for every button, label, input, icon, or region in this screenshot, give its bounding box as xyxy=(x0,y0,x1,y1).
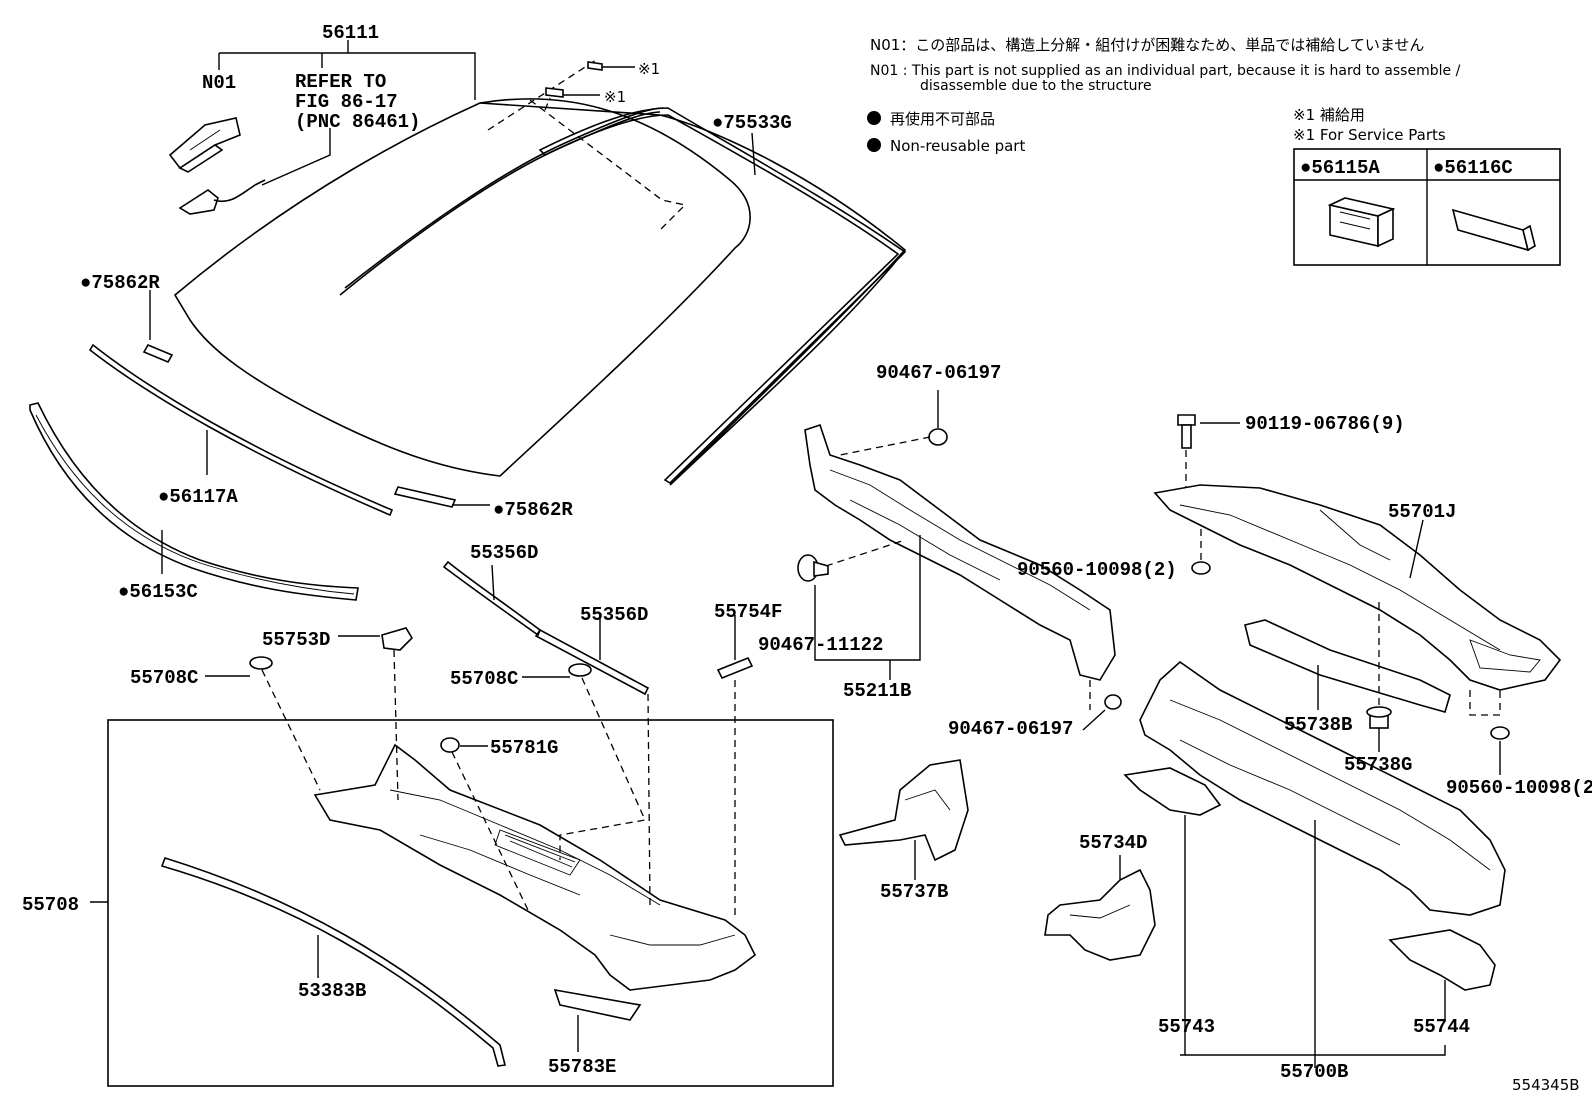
seal-55356d-b xyxy=(534,628,650,696)
bolt-90119-06786 xyxy=(1177,414,1196,449)
bracket-55783e xyxy=(553,988,642,1021)
label-55738g: 55738G xyxy=(1344,754,1412,776)
nonreuse-dot-icon xyxy=(867,111,881,125)
clip-55708c-a xyxy=(249,656,273,670)
strip-56117a xyxy=(88,343,394,517)
part-55743 xyxy=(1123,767,1222,816)
label-55356d-a: 55356D xyxy=(470,542,538,564)
assembly-box-55708 xyxy=(107,719,834,1087)
bracket-55754f xyxy=(716,656,754,680)
dam-75533g xyxy=(538,107,907,485)
cowl-top-panel xyxy=(313,743,757,991)
clip-56115a-drawing xyxy=(1327,197,1396,248)
clip-55738g xyxy=(1366,706,1392,729)
label-90467-06197-top: 90467-06197 xyxy=(876,362,1001,384)
label-75533g: ●75533G xyxy=(712,112,792,134)
label-55708: 55708 xyxy=(22,894,79,916)
label-star1b: ※1 xyxy=(604,88,626,106)
label-55701j: 55701J xyxy=(1388,501,1456,523)
label-55211b: 55211B xyxy=(843,680,911,702)
service-box-56115a: ●56115A xyxy=(1300,157,1380,179)
figure-number: 554345B xyxy=(1512,1076,1580,1094)
seal-55356d-a xyxy=(442,560,541,637)
label-55737b: 55737B xyxy=(880,881,948,903)
service-parts-box: ●56115A ●56116C xyxy=(1293,148,1561,266)
tape-56116c-drawing xyxy=(1451,208,1536,252)
spacer-75862r-top xyxy=(142,343,174,364)
label-56117a: ●56117A xyxy=(158,486,238,508)
spacer-75862r-bot xyxy=(393,486,457,508)
panel-55701j xyxy=(1153,484,1562,691)
refer-line2: FIG 86-17 xyxy=(295,91,398,113)
bracket-n01 xyxy=(168,117,241,173)
label-55743: 55743 xyxy=(1158,1016,1215,1038)
note-nonreuse-ja: 再使用不可部品 xyxy=(890,110,995,128)
label-55708c-b: 55708C xyxy=(450,668,518,690)
nonreuse-dot-icon xyxy=(867,138,881,152)
label-55708c-a: 55708C xyxy=(130,667,198,689)
seal-55738b xyxy=(1244,619,1451,713)
part-55734d xyxy=(1044,868,1156,961)
label-56153c: ●56153C xyxy=(118,581,198,603)
label-55754f: 55754F xyxy=(714,601,782,623)
washer-90560-10098-a xyxy=(1191,561,1211,575)
label-n01: N01 xyxy=(202,72,236,94)
label-star1a: ※1 xyxy=(638,60,660,78)
note-n01-ja: N01：この部品は、構造上分解・組付けが困難なため、単品では補給していません xyxy=(870,36,1424,54)
part-55744 xyxy=(1388,929,1496,991)
label-55781g: 55781G xyxy=(490,737,558,759)
label-55734d: 55734D xyxy=(1079,832,1147,854)
windshield-glass-56111 xyxy=(173,59,907,486)
clip-55781g xyxy=(440,737,460,753)
refer-line1: REFER TO xyxy=(295,71,386,93)
label-90560-10098-b: 90560-10098(2) xyxy=(1446,777,1592,799)
clip-55708c-b xyxy=(568,663,592,677)
label-55356d-b: 55356D xyxy=(580,604,648,626)
note-service-ja: ※1 補給用 xyxy=(1293,106,1365,124)
label-55744: 55744 xyxy=(1413,1016,1470,1038)
note-nonreuse-en: Non-reusable part xyxy=(890,137,1025,155)
label-90467-06197-bot: 90467-06197 xyxy=(948,718,1073,740)
washer-90560-10098-b xyxy=(1490,726,1510,740)
label-55738b: 55738B xyxy=(1284,714,1352,736)
molding-53383b xyxy=(160,857,506,1067)
clip-90467-06197-top xyxy=(928,428,948,446)
note-service-en: ※1 For Service Parts xyxy=(1293,126,1446,144)
label-55783e: 55783E xyxy=(548,1056,616,1078)
panel-55700b xyxy=(1139,660,1506,916)
clip-90467-11122 xyxy=(797,554,829,582)
label-56111: 56111 xyxy=(322,22,379,44)
label-90119-06786: 90119-06786(9) xyxy=(1245,413,1405,435)
label-55700b: 55700B xyxy=(1280,1061,1348,1083)
label-53383b: 53383B xyxy=(298,980,366,1002)
note-n01-en-1: N01 : This part is not supplied as an in… xyxy=(870,63,1461,79)
label-90467-11122: 90467-11122 xyxy=(758,634,883,656)
label-75862r-top: ●75862R xyxy=(80,272,160,294)
label-55753d: 55753D xyxy=(262,629,330,651)
part-55737b xyxy=(838,759,969,862)
note-n01-en-2: disassemble due to the structure xyxy=(920,78,1152,94)
label-90560-10098-a: 90560-10098(2) xyxy=(1017,559,1177,581)
refer-line3: (PNC 86461) xyxy=(295,111,420,133)
panel-55211b xyxy=(804,423,1116,681)
mirror-mount xyxy=(178,179,266,215)
label-75862r-bot: ●75862R xyxy=(493,499,573,521)
molding-56153c xyxy=(29,402,359,601)
service-box-56116c: ●56116C xyxy=(1433,157,1513,179)
clip-55753d xyxy=(381,627,414,651)
clip-90467-06197-bot xyxy=(1104,694,1122,710)
